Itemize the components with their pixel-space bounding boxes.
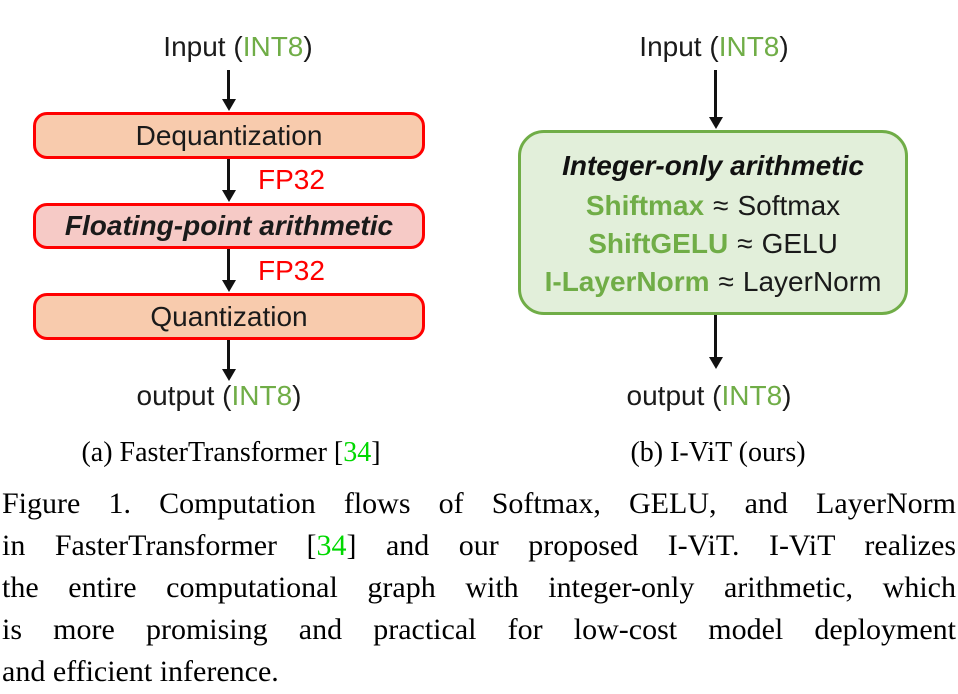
caption-line-3: the entire computational graph with inte… xyxy=(2,571,956,604)
down-arrow-icon xyxy=(708,70,723,129)
layernorm-label: LayerNorm xyxy=(742,266,882,297)
dequantization-label: Dequantization xyxy=(135,119,323,151)
subcaption-a: (a) FasterTransformer [34] xyxy=(31,437,431,469)
down-arrow-icon xyxy=(708,315,723,369)
approx-symbol: ≈ xyxy=(718,266,734,297)
quantization-box: Quantization xyxy=(33,293,425,340)
integer-arithmetic-title: Integer-only arithmetic xyxy=(562,150,864,181)
output-paren: ) xyxy=(782,380,792,411)
floating-point-label: Floating-point arithmetic xyxy=(64,210,394,241)
quantization-label: Quantization xyxy=(150,300,308,332)
caption-text: in FasterTransformer [ xyxy=(2,529,317,562)
output-text: output ( xyxy=(626,380,722,411)
down-arrow-icon xyxy=(221,159,236,202)
down-arrow-icon xyxy=(221,70,236,111)
subcaption-b: (b) I-ViT (ours) xyxy=(630,437,806,468)
output-label-a: output (INT8) xyxy=(19,380,419,412)
subcaption-a-text: (a) FasterTransformer [ xyxy=(81,437,344,468)
approx-row-ilayernorm: I-LayerNorm ≈ LayerNorm xyxy=(545,263,882,301)
caption-line-5: and efficient inference. xyxy=(2,655,279,688)
caption-line-1: Figure 1. Computation flows of Softmax, … xyxy=(2,487,956,520)
ilayernorm-label: I-LayerNorm xyxy=(544,266,710,297)
approx-symbol: ≈ xyxy=(737,228,753,259)
down-arrow-icon xyxy=(221,249,236,292)
down-arrow-icon xyxy=(221,340,236,381)
input-label-b: Input (INT8) xyxy=(514,31,914,63)
input-dtype: INT8 xyxy=(718,31,780,62)
input-dtype: INT8 xyxy=(242,31,304,62)
output-text: output ( xyxy=(136,380,232,411)
shiftgelu-label: ShiftGELU xyxy=(588,228,729,259)
output-paren: ) xyxy=(292,380,302,411)
approx-symbol: ≈ xyxy=(713,190,729,221)
floating-point-arithmetic-box: Floating-point arithmetic xyxy=(33,203,425,249)
input-text: Input ( xyxy=(639,31,719,62)
citation-34: 34 xyxy=(316,529,347,562)
shiftmax-label: Shiftmax xyxy=(585,190,705,221)
input-paren: ) xyxy=(303,31,313,62)
fp32-edge-label-2: FP32 xyxy=(258,255,325,286)
approx-row-shiftmax: Shiftmax ≈ Softmax xyxy=(586,187,840,225)
output-label-b: output (INT8) xyxy=(509,380,909,412)
citation-34: 34 xyxy=(343,437,372,468)
input-paren: ) xyxy=(779,31,789,62)
softmax-label: Softmax xyxy=(737,190,841,221)
gelu-label: GELU xyxy=(761,228,838,259)
output-dtype: INT8 xyxy=(721,380,783,411)
dequantization-box: Dequantization xyxy=(33,112,425,159)
input-text: Input ( xyxy=(163,31,243,62)
approx-row-shiftgelu: ShiftGELU ≈ GELU xyxy=(588,225,838,263)
integer-only-arithmetic-box: Integer-only arithmetic Shiftmax ≈ Softmax… xyxy=(518,130,908,315)
subcaption-a-bracket: ] xyxy=(371,437,381,468)
caption-text: ] and our proposed I-ViT. I-ViT realizes xyxy=(346,529,956,562)
output-dtype: INT8 xyxy=(231,380,293,411)
caption-line-2: in FasterTransformer [34] and our propos… xyxy=(2,529,956,563)
input-label-a: Input (INT8) xyxy=(38,31,438,63)
fp32-edge-label-1: FP32 xyxy=(258,164,325,195)
caption-line-4: is more promising and practical for low-… xyxy=(2,613,956,646)
